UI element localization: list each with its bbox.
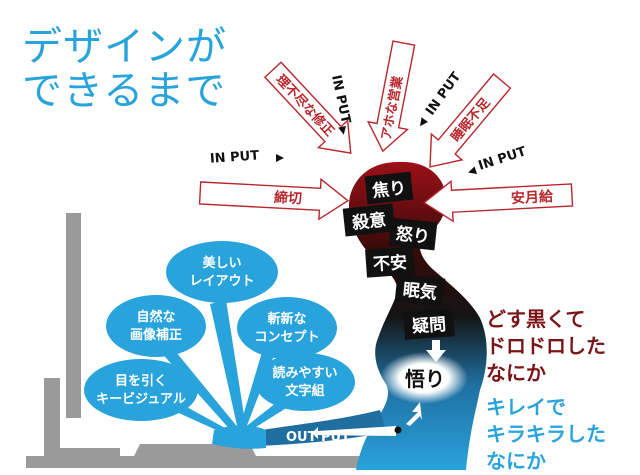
pressure-salary: 安月給 (511, 188, 555, 207)
emotion-sleepiness: 眠気 (402, 279, 438, 303)
title-line-2: できるまで (22, 68, 227, 114)
dark-side-line1: どす黒くて (486, 307, 586, 331)
emotion-murder: 殺意 (350, 209, 387, 234)
clean-side-text: キレイで キラキラした なにか (486, 394, 606, 475)
pressure-correction: 理不尽な修正 (273, 72, 338, 140)
dark-side-line3: なにか (486, 361, 546, 385)
enlightenment-label: 悟り (405, 367, 445, 391)
dark-side-line2: ドロドロした (486, 334, 606, 358)
bubble-concept: 斬新な コンセプト (237, 297, 337, 359)
emotion-anxiety: 不安 (372, 252, 407, 275)
bubble-key-visual-line2: キービジュアル (96, 391, 186, 407)
down-arrow-icon (426, 340, 446, 362)
bubble-layout-line2: レイアウト (189, 274, 254, 289)
input-label-2: IN PUT (423, 70, 464, 119)
input-arrow-salary: 安月給 (422, 179, 574, 223)
emotion-anger: 怒り (395, 223, 431, 247)
bubble-typesetting-line2: 文字組 (285, 383, 324, 399)
bubble-image-correction: 自然な 画像補正 (106, 295, 206, 357)
bubble-layout-line1: 美しい (202, 255, 241, 271)
bubble-layout: 美しい レイアウト (166, 241, 278, 303)
emotion-impatience: 焦り (370, 177, 407, 202)
emotion-doubt: 疑問 (411, 315, 446, 337)
bubble-key-visual-line1: 目を引く (115, 374, 167, 389)
bubble-image-correction-line2: 画像補正 (130, 327, 182, 343)
bubble-key-visual: 目を引く キービジュアル (84, 359, 198, 421)
input-label-3: IN PUT (209, 148, 259, 166)
output-pointer: OUT PUT (286, 426, 402, 445)
dark-side-text: どす黒くて ドロドロした なにか (486, 306, 606, 387)
bubble-image-correction-line1: 自然な (136, 309, 175, 325)
input-label-4: IN PUT (477, 144, 529, 174)
emotion-labels: 焦り 殺意 怒り 不安 眠気 疑問 (342, 171, 455, 340)
desk (26, 456, 450, 468)
clean-side-line1: キレイで (486, 395, 566, 419)
output-arrow-icon (406, 402, 422, 426)
input-arrow-sales: アホな営業 (366, 40, 416, 153)
pressure-deadline: 締切 (274, 189, 303, 207)
bubble-typesetting-line1: 読みやすい (272, 365, 337, 381)
input-arrow-deadline: 締切 (198, 177, 350, 221)
title-line-1: デザインが (22, 24, 227, 70)
bubble-concept-line1: 斬新な (267, 311, 306, 327)
bubble-typesetting: 読みやすい 文字組 (255, 353, 355, 411)
clean-side-line2: キラキラした (486, 422, 606, 446)
keyboard (134, 444, 256, 456)
monitor (44, 213, 120, 460)
bubble-concept-line2: コンセプト (254, 330, 319, 345)
output-label: OUT PUT (286, 430, 350, 445)
clean-side-line3: なにか (486, 449, 546, 473)
